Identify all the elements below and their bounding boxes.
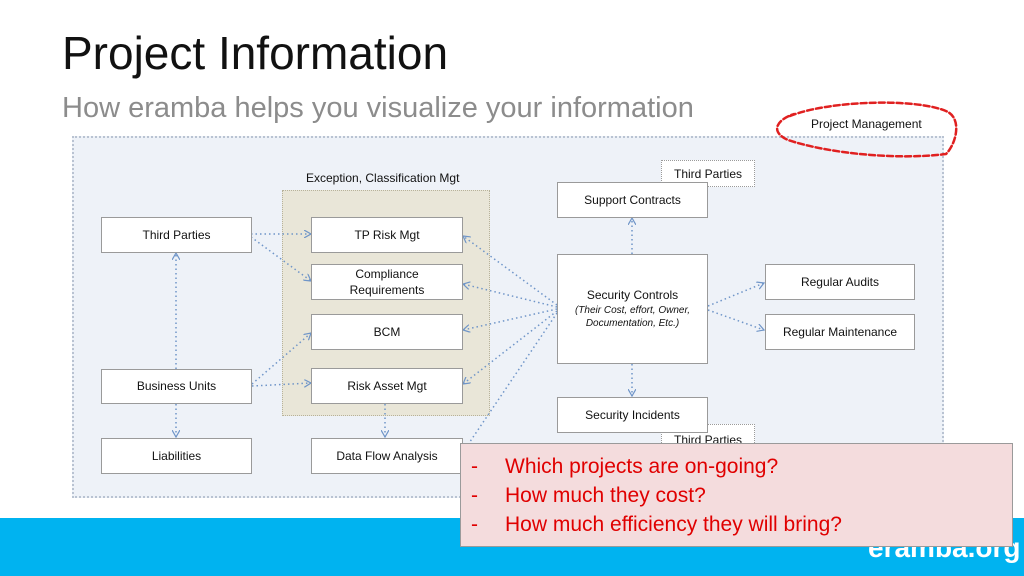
question-text: How much they cost? <box>505 484 706 507</box>
connector-controls-regular-audits <box>707 283 764 307</box>
node-security-controls: Security Controls (Their Cost, effort, O… <box>557 254 708 364</box>
question-item: -Which projects are on-going? <box>471 452 1012 481</box>
node-bcm: BCM <box>311 314 463 350</box>
connector-controls-regular-maintenance <box>707 309 764 330</box>
security-controls-detail: (Their Cost, effort, Owner, Documentatio… <box>574 304 691 330</box>
connector-controls-compliance <box>463 284 558 308</box>
node-tp-risk-mgt: TP Risk Mgt <box>311 217 463 253</box>
node-liabilities: Liabilities <box>101 438 252 474</box>
connector-controls-tp-risk <box>463 236 558 306</box>
node-security-incidents: Security Incidents <box>557 397 708 433</box>
question-text: How much efficiency they will bring? <box>505 513 842 536</box>
security-controls-label: Security Controls <box>586 288 679 303</box>
node-risk-asset-mgt: Risk Asset Mgt <box>311 368 463 404</box>
node-regular-audits: Regular Audits <box>765 264 915 300</box>
exception-group-label: Exception, Classification Mgt <box>306 171 460 185</box>
node-compliance-requirements: Compliance Requirements <box>311 264 463 300</box>
connector-third-parties-compliance <box>250 236 311 281</box>
node-support-contracts: Support Contracts <box>557 182 708 218</box>
connector-controls-data-flow <box>463 312 558 452</box>
page-title: Project Information <box>62 27 449 79</box>
connector-business-units-bcm <box>251 333 311 385</box>
question-item: -How much they cost? <box>471 481 1012 510</box>
question-text: Which projects are on-going? <box>505 455 779 478</box>
node-business-units: Business Units <box>101 369 252 404</box>
node-data-flow-analysis: Data Flow Analysis <box>311 438 463 474</box>
annotation-circle <box>775 101 958 158</box>
questions-callout: -Which projects are on-going? -How much … <box>460 443 1013 547</box>
node-regular-maintenance: Regular Maintenance <box>765 314 915 350</box>
project-management-label: Project Management <box>811 117 922 131</box>
connector-controls-bcm <box>463 308 558 330</box>
page-subtitle: How eramba helps you visualize your info… <box>62 92 694 124</box>
node-third-parties: Third Parties <box>101 217 252 253</box>
connector-controls-risk-asset <box>463 310 558 384</box>
question-item: -How much efficiency they will bring? <box>471 510 1012 539</box>
connector-business-units-risk-asset <box>251 383 311 386</box>
